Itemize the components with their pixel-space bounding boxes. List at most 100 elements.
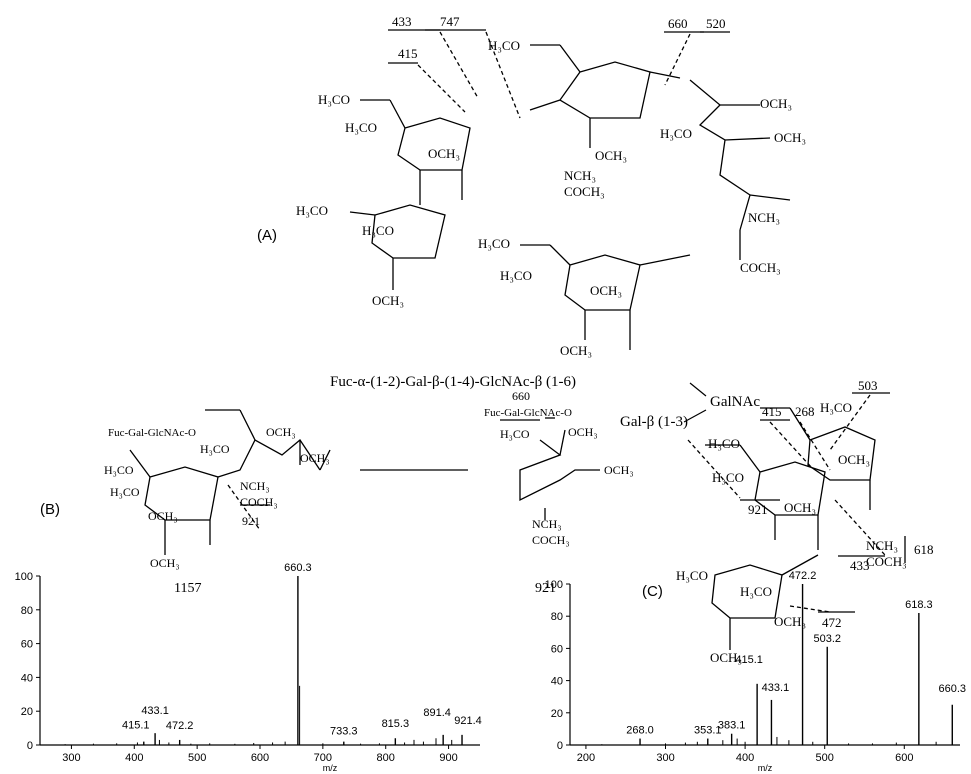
fragment-label: 503: [858, 378, 878, 393]
atom-label: H₃CO: [110, 485, 140, 499]
y-tick-label: 0: [557, 740, 563, 752]
sequence-line-2: Gal-β (1-3): [620, 414, 688, 430]
galnac-chain: [689, 79, 751, 231]
atom-label: OCH₃: [838, 452, 870, 467]
fragment-label: 472: [822, 615, 842, 630]
x-tick-label: 900: [439, 752, 457, 764]
y-tick-label: 60: [21, 639, 33, 651]
atom-label: H₃CO: [708, 436, 740, 451]
y-tick-label: 80: [551, 611, 563, 623]
atom-label: NCH₃: [532, 517, 562, 531]
x-tick-label: 500: [188, 752, 206, 764]
atom-label: OCH₃: [784, 500, 816, 515]
atom-label: H₃CO: [345, 120, 377, 135]
atom-label: H₃CO: [104, 463, 134, 477]
panel-a-structure: [349, 29, 791, 501]
atom-label: NCH₃: [866, 538, 898, 553]
x-axis-label: m/z: [758, 763, 773, 773]
ring-fucose: [711, 564, 783, 619]
atom-label: H₃CO: [500, 268, 532, 283]
peak-label: 415.1: [122, 720, 150, 732]
y-tick-label: 100: [15, 571, 33, 583]
peak-label: 415.1: [735, 654, 763, 666]
peak-label: 660.3: [284, 562, 312, 574]
atom-label: OCH₃: [590, 283, 622, 298]
peak-label: 472.2: [166, 720, 194, 732]
peak-label: 815.3: [382, 718, 410, 730]
fragment-label: 618: [914, 542, 934, 557]
chain-right: [519, 439, 600, 502]
sequence-core: GalNAc: [710, 394, 760, 410]
fragment-label: 415: [398, 46, 418, 61]
y-tick-label: 100: [545, 579, 563, 591]
atom-label: OCH₃: [595, 148, 627, 163]
x-tick-label: 400: [125, 752, 143, 764]
cleavage-line: [485, 31, 521, 119]
peak-label: 472.2: [789, 570, 817, 582]
atom-label: COCH₃: [866, 554, 907, 569]
fragment-label: 520: [706, 16, 726, 31]
atom-label: COCH₃: [564, 184, 605, 199]
atom-label: COCH₃: [240, 495, 278, 509]
atom-label: OCH₃: [604, 463, 634, 477]
precursor-mass: 1157: [174, 581, 201, 596]
x-tick-label: 400: [736, 752, 754, 764]
fragment-label: 660: [668, 16, 688, 31]
panel-label-c: (C): [642, 583, 663, 600]
x-tick-label: 600: [895, 752, 913, 764]
atom-label: OCH₃: [148, 509, 178, 523]
peak-label: 353.1: [694, 725, 722, 737]
atom-label: H₃CO: [362, 223, 394, 238]
cleavage-line: [664, 33, 691, 86]
y-tick-label: 20: [551, 708, 563, 720]
peak-label: 268.0: [626, 725, 654, 737]
atom-label: OCH₃: [266, 425, 296, 439]
peak-label: 921.4: [454, 715, 482, 727]
x-tick-label: 200: [577, 752, 595, 764]
ring-fucose: [371, 204, 446, 259]
atom-label: OCH₃: [300, 451, 330, 465]
ring-glcnac: [559, 61, 651, 119]
atom-label: NCH₃: [564, 168, 596, 183]
y-tick-label: 80: [21, 605, 33, 617]
atom-label: OCH₃: [774, 614, 806, 629]
atom-label: OCH₃: [568, 425, 598, 439]
atom-label: COCH₃: [740, 260, 781, 275]
atom-label: H₃CO: [200, 442, 230, 456]
cleavage-line: [439, 31, 479, 99]
panel-b-structure: [129, 409, 600, 555]
y-tick-label: 40: [21, 672, 33, 684]
atom-label: NCH₃: [240, 479, 270, 493]
atom-label: COCH₃: [532, 533, 570, 547]
atom-label: OCH₃: [710, 650, 742, 665]
fragment-label: 921: [748, 502, 768, 517]
atom-label: H₃CO: [488, 38, 520, 53]
peak-label: 433.1: [762, 682, 790, 694]
fragment-label: 747: [440, 14, 460, 29]
atom-label: OCH₃: [760, 96, 792, 111]
substituent-left: Fuc-Gal-GlcNAc-O: [108, 427, 196, 439]
sequence-line-1: Fuc-α-(1-2)-Gal-β-(1-4)-GlcNAc-β (1-6): [330, 374, 576, 390]
atom-label: OCH₃: [150, 556, 180, 570]
atom-label: OCH₃: [774, 130, 806, 145]
peak-label: 618.3: [905, 599, 933, 611]
substituent-right: Fuc-Gal-GlcNAc-O: [484, 407, 572, 419]
atom-label: H₃CO: [500, 427, 530, 441]
peak-label: 503.2: [813, 633, 841, 645]
y-tick-label: 60: [551, 643, 563, 655]
atom-label: OCH₃: [372, 293, 404, 308]
panel-c-structure: [705, 392, 906, 650]
product-mass: 921: [535, 581, 556, 596]
fragment-label: 660: [512, 389, 530, 403]
atom-label: OCH₃: [428, 146, 460, 161]
peak-label: 383.1: [718, 720, 746, 732]
atom-label: H₃CO: [676, 568, 708, 583]
x-tick-label: 700: [314, 752, 332, 764]
y-tick-label: 40: [551, 676, 563, 688]
panel-label-b: (B): [40, 501, 60, 518]
cleavage-line: [417, 64, 466, 113]
atom-label: H₃CO: [318, 92, 350, 107]
fragment-label: 433: [392, 14, 412, 29]
